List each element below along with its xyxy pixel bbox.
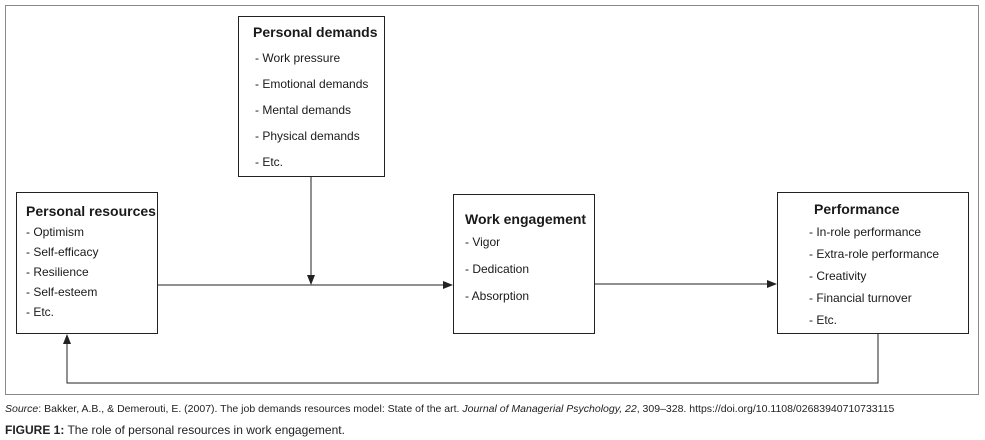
performance-title: Performance: [814, 201, 900, 217]
personal-demands-item: - Mental demands: [255, 103, 352, 117]
work-engagement-title: Work engagement: [465, 211, 587, 227]
source-label: Source: [5, 403, 39, 415]
personal-demands-box: Personal demands - Work pressure - Emoti…: [238, 16, 385, 177]
performance-item: - Financial turnover: [809, 291, 912, 305]
figure-frame: [5, 5, 979, 395]
performance-item: - Etc.: [809, 313, 838, 327]
source-tail: , 309–328. https://doi.org/10.1108/02683…: [636, 403, 895, 415]
personal-demands-item: - Emotional demands: [255, 77, 369, 91]
personal-demands-item: - Work pressure: [255, 51, 341, 65]
source-authors: : Bakker, A.B., & Demerouti, E. (2007). …: [38, 403, 463, 415]
personal-demands-item: - Etc.: [255, 155, 284, 169]
figure-caption-text: The role of personal resources in work e…: [64, 423, 345, 437]
personal-resources-title: Personal resources: [26, 203, 156, 219]
personal-resources-item: - Optimism: [26, 225, 84, 239]
figure-caption-label: FIGURE 1:: [5, 423, 65, 437]
source-note: Source: Bakker, A.B., & Demerouti, E. (2…: [5, 403, 894, 415]
personal-demands-item: - Physical demands: [255, 129, 360, 143]
personal-resources-item: - Self-efficacy: [26, 245, 99, 259]
personal-demands-title: Personal demands: [253, 24, 378, 40]
performance-item: - Extra-role performance: [809, 247, 940, 261]
performance-feedback-arrow: [63, 334, 879, 384]
work-engagement-item: - Vigor: [465, 235, 501, 249]
source-journal: Journal of Managerial Psychology, 22: [462, 403, 637, 415]
performance-box: Performance - In-role performance - Extr…: [777, 192, 969, 334]
performance-item: - In-role performance: [809, 225, 922, 239]
work-engagement-box: Work engagement - Vigor - Dedication - A…: [453, 194, 595, 334]
figure-caption: FIGURE 1: The role of personal resources…: [5, 423, 345, 437]
personal-resources-item: - Etc.: [26, 305, 55, 319]
work-engagement-item: - Dedication: [465, 262, 530, 276]
personal-resources-item: - Self-esteem: [26, 285, 98, 299]
work-engagement-item: - Absorption: [465, 289, 530, 303]
performance-item: - Creativity: [809, 269, 867, 283]
personal-resources-item: - Resilience: [26, 265, 89, 279]
personal-resources-box: Personal resources - Optimism - Self-eff…: [16, 192, 158, 334]
